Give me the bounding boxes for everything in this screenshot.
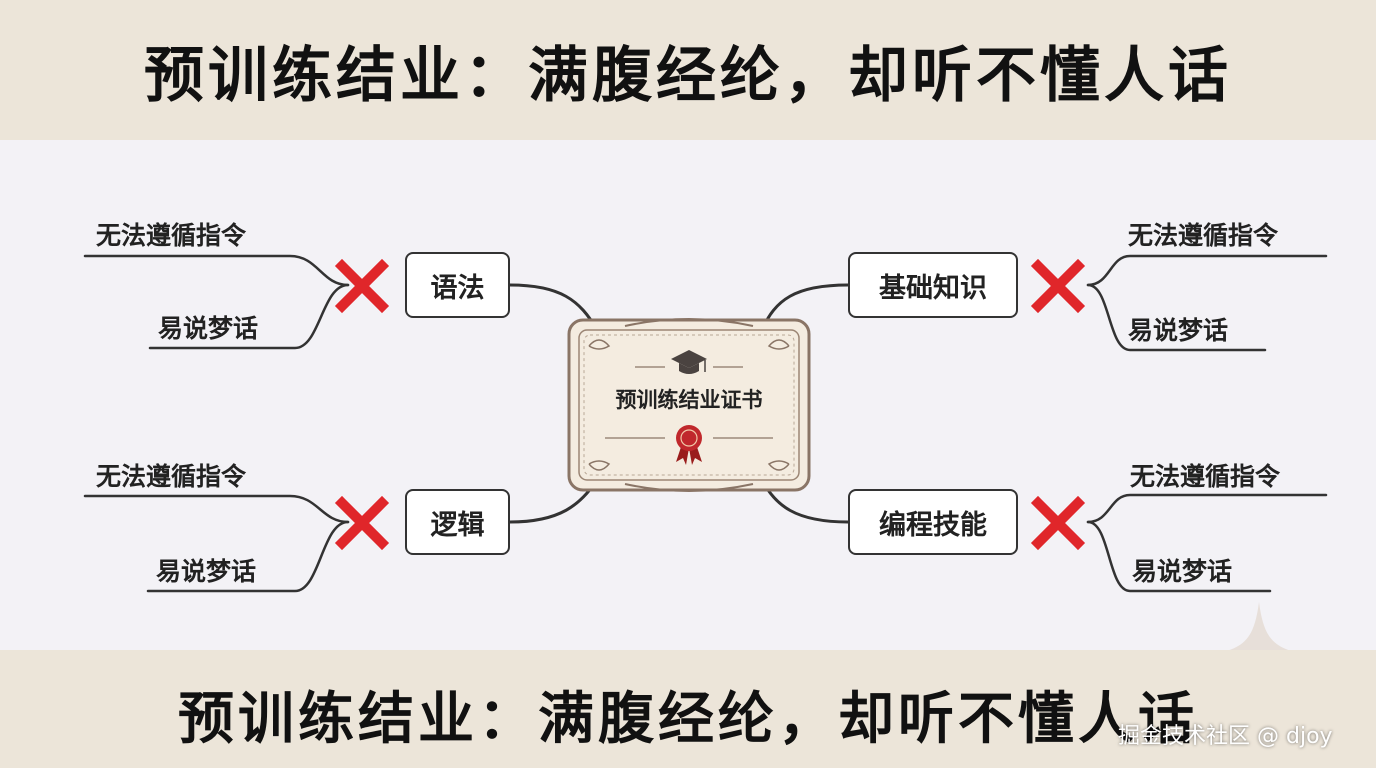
leaf-connector: [148, 283, 350, 350]
header-band: 预训练结业：满腹经纶，却听不懂人话: [0, 0, 1376, 140]
leaf-programming-instruction: 无法遵循指令: [1130, 462, 1281, 491]
leaf-connector: [1086, 520, 1272, 593]
graduation-cap-icon: [671, 350, 707, 374]
branch-knowledge: 基础知识: [848, 252, 1018, 318]
branch-programming-label: 编程技能: [879, 509, 987, 541]
footer-band: 预训练结业：满腹经纶，却听不懂人话: [0, 650, 1376, 768]
branch-programming: 编程技能: [848, 489, 1018, 555]
cross-icon: [1030, 258, 1086, 314]
branch-grammar-label: 语法: [430, 272, 485, 304]
leaf-connector: [1086, 283, 1267, 352]
header-title: 预训练结业：满腹经纶，却听不懂人话: [144, 40, 1232, 111]
leaf-connector: [83, 494, 350, 524]
footer-title: 预训练结业：满腹经纶，却听不懂人话: [178, 685, 1198, 752]
leaf-connector: [1086, 254, 1328, 287]
leaf-connector: [146, 520, 350, 593]
rosette-seal-icon: [676, 425, 702, 465]
leaf-grammar-hallucination: 易说梦话: [158, 314, 259, 343]
cross-icon: [1030, 495, 1086, 551]
leaf-grammar-instruction: 无法遵循指令: [96, 221, 247, 250]
branch-logic-label: 逻辑: [430, 509, 485, 541]
branch-logic: 逻辑: [405, 489, 510, 555]
certificate-title: 预训练结业证书: [615, 388, 763, 412]
cross-icon: [334, 495, 390, 551]
leaf-knowledge-instruction: 无法遵循指令: [1128, 221, 1279, 250]
certificate: [567, 318, 811, 492]
leaf-logic-hallucination: 易说梦话: [156, 557, 257, 586]
leaf-logic-instruction: 无法遵循指令: [96, 462, 247, 491]
cross-icon: [334, 258, 390, 314]
leaf-connector: [83, 254, 350, 287]
watermark-text: 掘金技术社区 @ djoy: [1118, 724, 1333, 749]
branch-grammar: 语法: [405, 252, 510, 318]
branch-knowledge-label: 基础知识: [879, 272, 987, 304]
leaf-connector: [1086, 493, 1328, 524]
leaf-programming-hallucination: 易说梦话: [1132, 557, 1233, 586]
leaf-knowledge-hallucination: 易说梦话: [1128, 316, 1229, 345]
